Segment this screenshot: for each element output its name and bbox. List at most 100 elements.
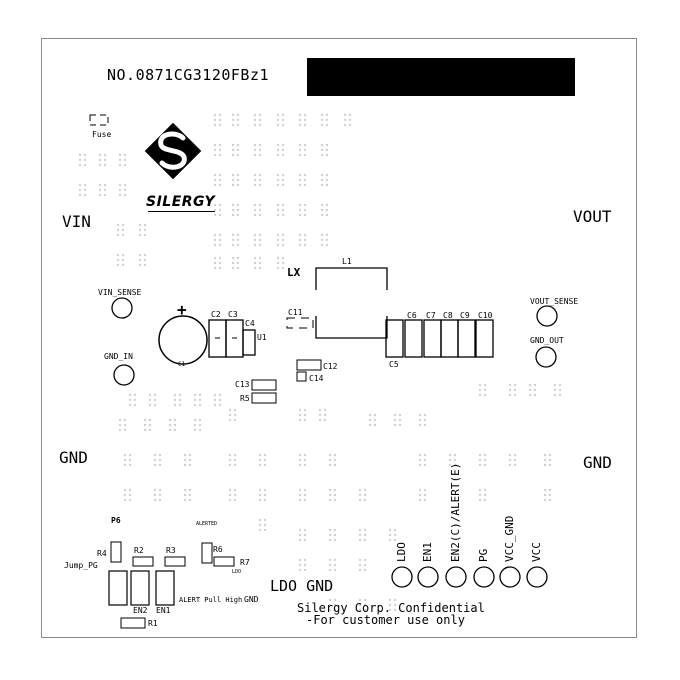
via-dot — [103, 153, 107, 157]
via-dot — [298, 118, 302, 122]
via-dot — [253, 178, 257, 182]
via-dot — [298, 418, 302, 422]
via-dot — [323, 418, 327, 422]
via-dot — [358, 568, 362, 572]
via-dot — [253, 266, 257, 270]
via-dot — [333, 463, 337, 467]
via-dot — [358, 558, 362, 562]
ldo-gnd-label: LDO GND — [270, 577, 334, 595]
gnd-in-label: GND_IN — [104, 352, 133, 361]
via-dot — [508, 453, 512, 457]
via-dot — [298, 458, 302, 462]
via-dot — [478, 383, 482, 387]
via-dot — [138, 228, 142, 232]
via-dot — [138, 223, 142, 227]
via-dot — [253, 118, 257, 122]
c1-polarity-plus: + — [177, 300, 187, 319]
via-dot — [233, 498, 237, 502]
l1-label: L1 — [342, 257, 352, 266]
via-dot — [263, 498, 267, 502]
c12-footprint — [296, 359, 322, 371]
via-dot — [198, 403, 202, 407]
via-dot — [318, 408, 322, 412]
via-dot — [548, 498, 552, 502]
via-dot — [423, 453, 427, 457]
via-dot — [168, 428, 172, 432]
r1-label: R1 — [148, 619, 158, 628]
via-dot — [508, 388, 512, 392]
via-dot — [218, 266, 222, 270]
via-dot — [483, 493, 487, 497]
via-dot — [276, 178, 280, 182]
via-dot — [218, 243, 222, 247]
via-dot — [123, 498, 127, 502]
via-dot — [133, 398, 137, 402]
via-dot — [263, 453, 267, 457]
via-dot — [303, 453, 307, 457]
confidential-line-2: -For customer use only — [306, 613, 465, 627]
c10-footprint — [475, 319, 494, 358]
via-dot — [483, 393, 487, 397]
via-dot — [303, 153, 307, 157]
via-dot — [218, 118, 222, 122]
via-dot — [143, 428, 147, 432]
via-dot — [320, 118, 324, 122]
via-dot — [303, 458, 307, 462]
via-dot — [218, 113, 222, 117]
via-dot — [258, 203, 262, 207]
via-dot — [173, 428, 177, 432]
gnd-right-label: GND — [583, 453, 612, 472]
via-dot — [448, 458, 452, 462]
via-dot — [333, 528, 337, 532]
via-dot — [123, 163, 127, 167]
via-dot — [193, 403, 197, 407]
via-dot — [543, 453, 547, 457]
via-dot — [508, 463, 512, 467]
via-dot — [218, 183, 222, 187]
via-dot — [218, 393, 222, 397]
via-dot — [418, 423, 422, 427]
via-dot — [218, 233, 222, 237]
r2-label: R2 — [134, 546, 144, 555]
c14-label: C14 — [309, 374, 324, 383]
via-dot — [298, 183, 302, 187]
via-dot — [328, 458, 332, 462]
via-dot — [153, 398, 157, 402]
vin-sense-label: VIN_SENSE — [98, 288, 142, 297]
via-dot — [98, 158, 102, 162]
via-dot — [98, 153, 102, 157]
via-dot — [343, 123, 347, 127]
via-dot — [103, 193, 107, 197]
l1-outline-top — [315, 267, 388, 290]
via-dot — [298, 558, 302, 562]
via-dot — [213, 243, 217, 247]
via-dot — [231, 233, 235, 237]
via-dot — [358, 533, 362, 537]
via-dot — [298, 143, 302, 147]
via-dot — [513, 393, 517, 397]
via-dot — [123, 463, 127, 467]
via-dot — [188, 458, 192, 462]
via-dot — [298, 208, 302, 212]
via-dot — [333, 458, 337, 462]
jump-pg-header-2 — [130, 570, 150, 606]
via-dot — [303, 558, 307, 562]
via-dot — [258, 123, 262, 127]
u1-label: U1 — [257, 333, 267, 342]
via-dot — [168, 423, 172, 427]
via-dot — [188, 463, 192, 467]
via-dot — [298, 238, 302, 242]
via-dot — [333, 533, 337, 537]
via-dot — [158, 453, 162, 457]
via-dot — [368, 413, 372, 417]
via-dot — [483, 383, 487, 387]
vout-sense-label: VOUT_SENSE — [530, 297, 579, 306]
via-dot — [328, 598, 332, 602]
via-dot — [231, 213, 235, 217]
via-dot — [116, 233, 120, 237]
via-dot — [173, 398, 177, 402]
via-dot — [358, 563, 362, 567]
via-dot — [118, 188, 122, 192]
via-dot — [218, 178, 222, 182]
r3-footprint — [164, 556, 186, 567]
